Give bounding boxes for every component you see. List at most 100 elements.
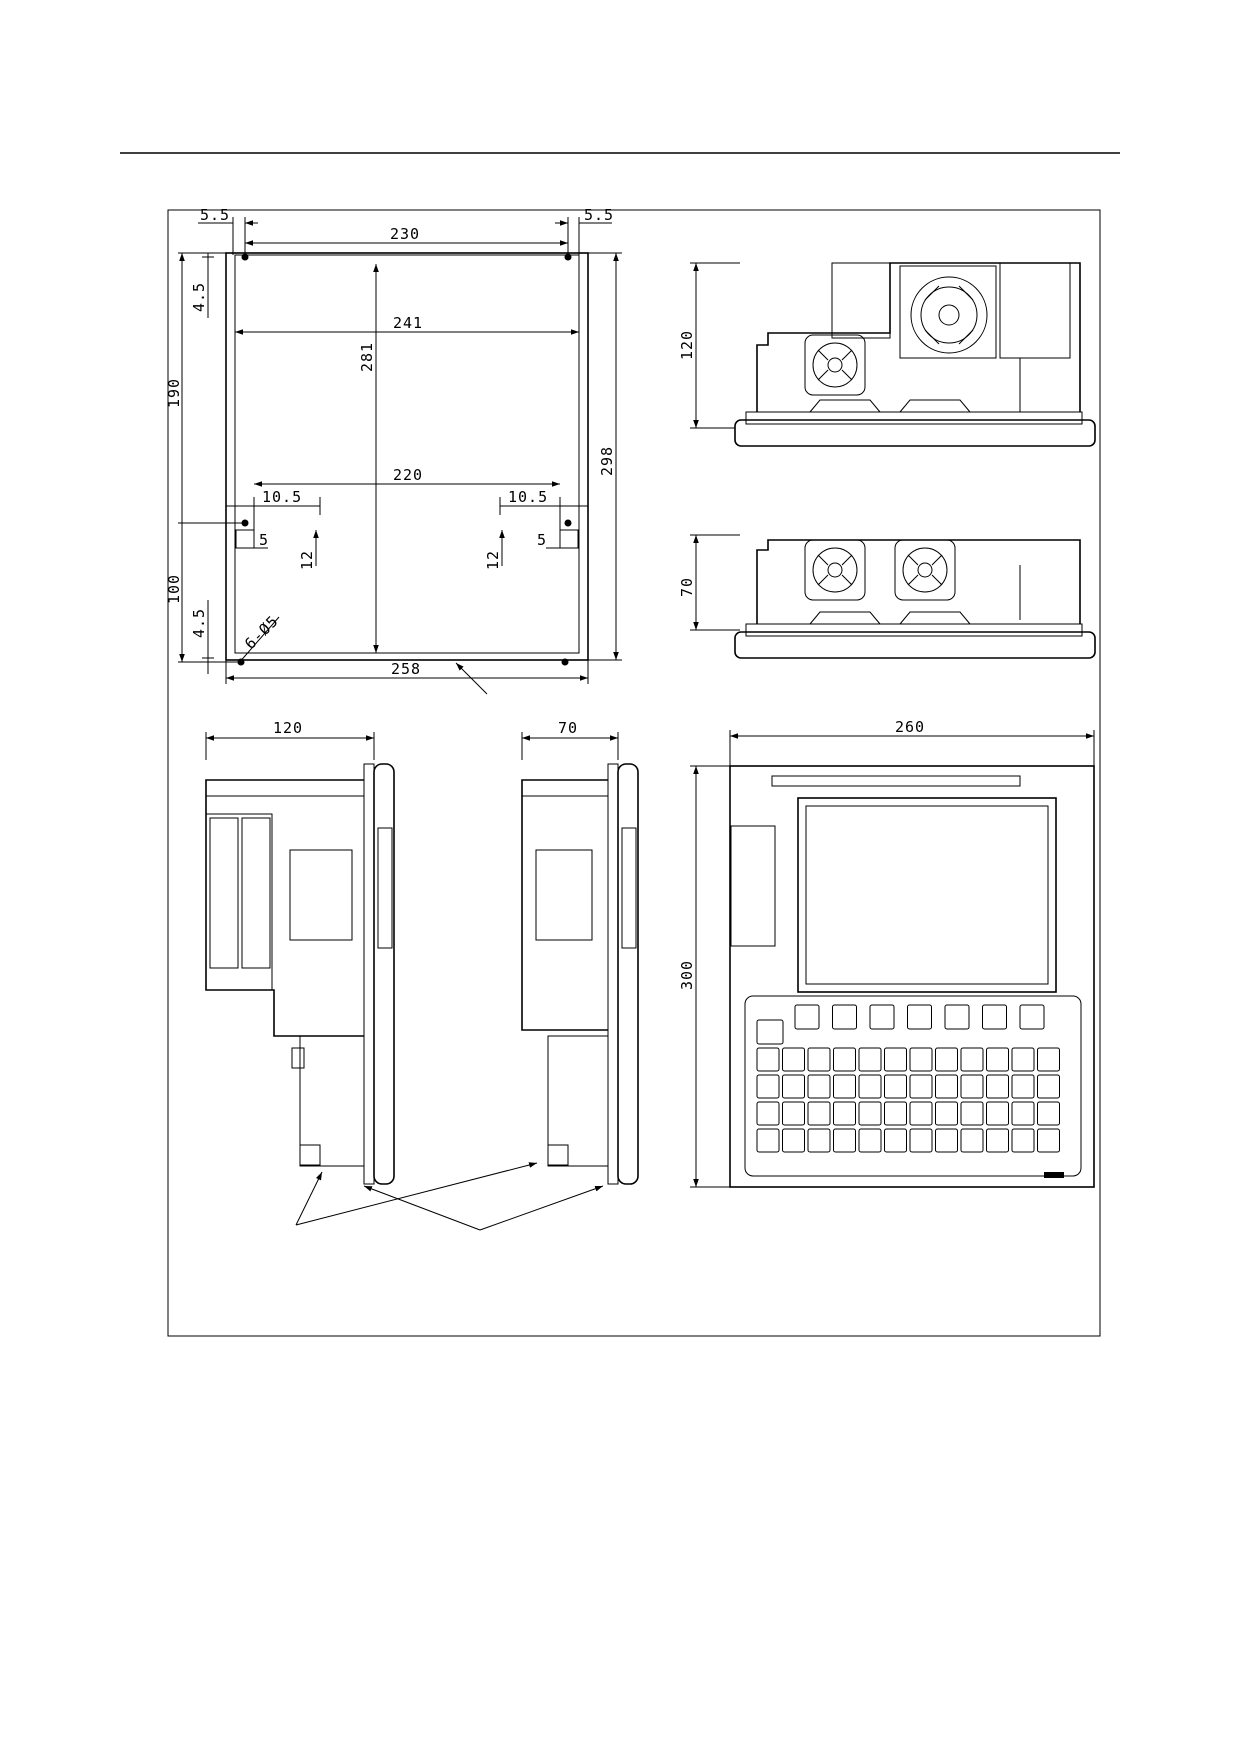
- keypad-key: [833, 1074, 856, 1099]
- keypad-key: [960, 1101, 984, 1126]
- side-view-70: 70: [521, 719, 639, 1185]
- fan-icon: [894, 539, 956, 601]
- front-panel-outline: [729, 765, 1095, 1188]
- keypad-key: [982, 1004, 1007, 1030]
- dim-front-view-width: 260: [895, 718, 925, 736]
- keypad-key: [794, 1004, 820, 1030]
- keypad-key: [935, 1047, 958, 1072]
- dim-inner-height: 281: [358, 342, 376, 372]
- dim-overall-width: 258: [391, 660, 421, 678]
- dim-overall-height: 298: [598, 446, 616, 476]
- display-bezel: [797, 797, 1057, 993]
- keypad-key: [884, 1074, 907, 1099]
- keypad-key: [1037, 1101, 1060, 1126]
- keypad-key: [756, 1074, 780, 1099]
- keypad-key: [944, 1004, 970, 1030]
- keypad-key: [986, 1128, 1009, 1153]
- keypad-key: [960, 1128, 984, 1153]
- brand-plate: [1044, 1172, 1064, 1178]
- keypad-key: [833, 1101, 856, 1126]
- mounting-hole: [564, 253, 572, 261]
- keypad-key: [756, 1128, 780, 1153]
- keypad-key: [986, 1074, 1009, 1099]
- keypad-key: [907, 1004, 932, 1030]
- keypad-frame: [744, 995, 1082, 1177]
- fan-icon: [910, 276, 988, 354]
- dim-bottom-hole-pitch: 220: [393, 466, 423, 484]
- keypad-key: [935, 1128, 958, 1153]
- keypad-key: [869, 1004, 895, 1030]
- keypad-key: [986, 1047, 1009, 1072]
- keypad-key: [884, 1101, 907, 1126]
- keypad-key: [1037, 1128, 1060, 1153]
- keypad-key: [832, 1004, 857, 1030]
- dim-lower-span: 100: [165, 574, 183, 604]
- keypad-key: [1019, 1004, 1045, 1030]
- dim-top-right-margin: 5.5: [584, 206, 614, 224]
- mounting-hole: [241, 253, 249, 261]
- leader-arrows: [295, 1162, 604, 1231]
- dim-top-left-margin: 5.5: [200, 206, 230, 224]
- dim-side-view-depth: 120: [273, 719, 303, 737]
- cutout-inner-outline: [234, 254, 580, 654]
- keypad-key: [807, 1101, 831, 1126]
- keypad-key: [909, 1047, 933, 1072]
- dim-hole-pitch-top: 230: [390, 225, 420, 243]
- fan-icon: [804, 539, 866, 601]
- front-view: 260 300: [678, 718, 1095, 1188]
- keypad-key: [782, 1128, 805, 1153]
- display-screen: [805, 805, 1049, 985]
- keypad-key: [782, 1047, 805, 1072]
- keypad-key: [1037, 1047, 1060, 1072]
- dim-upper-span: 190: [165, 378, 183, 408]
- dim-outer-width: 241: [393, 314, 423, 332]
- dim-top-edge-offset: 4.5: [190, 282, 208, 312]
- side-door: [730, 825, 776, 947]
- dim-front-view-height: 300: [678, 960, 696, 990]
- keypad-key: [858, 1128, 882, 1153]
- top-view-70: 70: [678, 534, 1096, 659]
- dim-top-view-b-height: 70: [678, 577, 696, 597]
- fan-icon: [804, 334, 866, 396]
- keypad-key: [884, 1128, 907, 1153]
- keypad-key: [756, 1019, 784, 1045]
- mounting-hole: [564, 519, 572, 527]
- keypad-key: [858, 1047, 882, 1072]
- keypad-key: [1011, 1101, 1035, 1126]
- keypad-key: [960, 1047, 984, 1072]
- slot-left: [235, 529, 255, 549]
- keypad-key: [960, 1074, 984, 1099]
- dim-left-slot-width: 5: [259, 531, 269, 549]
- keypad-key: [807, 1047, 831, 1072]
- dim-right-slot-height: 12: [484, 550, 502, 570]
- keypad-key: [756, 1047, 780, 1072]
- keypad-key: [858, 1101, 882, 1126]
- keypad-key: [807, 1074, 831, 1099]
- side-view-120: 120: [205, 719, 395, 1185]
- keypad: [756, 1004, 1060, 1153]
- keypad-key: [1011, 1047, 1035, 1072]
- dim-left-offset: 10.5: [262, 488, 302, 506]
- keypad-key: [1037, 1074, 1060, 1099]
- display-slot: [771, 775, 1021, 787]
- keypad-key: [833, 1047, 856, 1072]
- dim-bottom-edge-offset: 4.5: [190, 608, 208, 638]
- dim-top-view-height: 120: [678, 330, 696, 360]
- keypad-key: [935, 1074, 958, 1099]
- drawing-frame: [167, 209, 1101, 1337]
- keypad-key: [909, 1128, 933, 1153]
- dim-right-offset: 10.5: [508, 488, 548, 506]
- slot-right: [559, 529, 579, 549]
- keypad-key: [909, 1074, 933, 1099]
- keypad-key: [782, 1101, 805, 1126]
- keypad-key: [884, 1047, 907, 1072]
- panel-cutout-view: 5.5 5.5 230 241 281 220 10.5 10.5 5 5 12: [165, 206, 622, 695]
- mounting-hole: [561, 658, 569, 666]
- keypad-key: [935, 1101, 958, 1126]
- keypad-key: [1011, 1074, 1035, 1099]
- dim-side-view-b-depth: 70: [558, 719, 578, 737]
- cutout-outer-outline: [225, 252, 589, 661]
- keypad-key: [756, 1101, 780, 1126]
- dim-left-slot-height: 12: [298, 550, 316, 570]
